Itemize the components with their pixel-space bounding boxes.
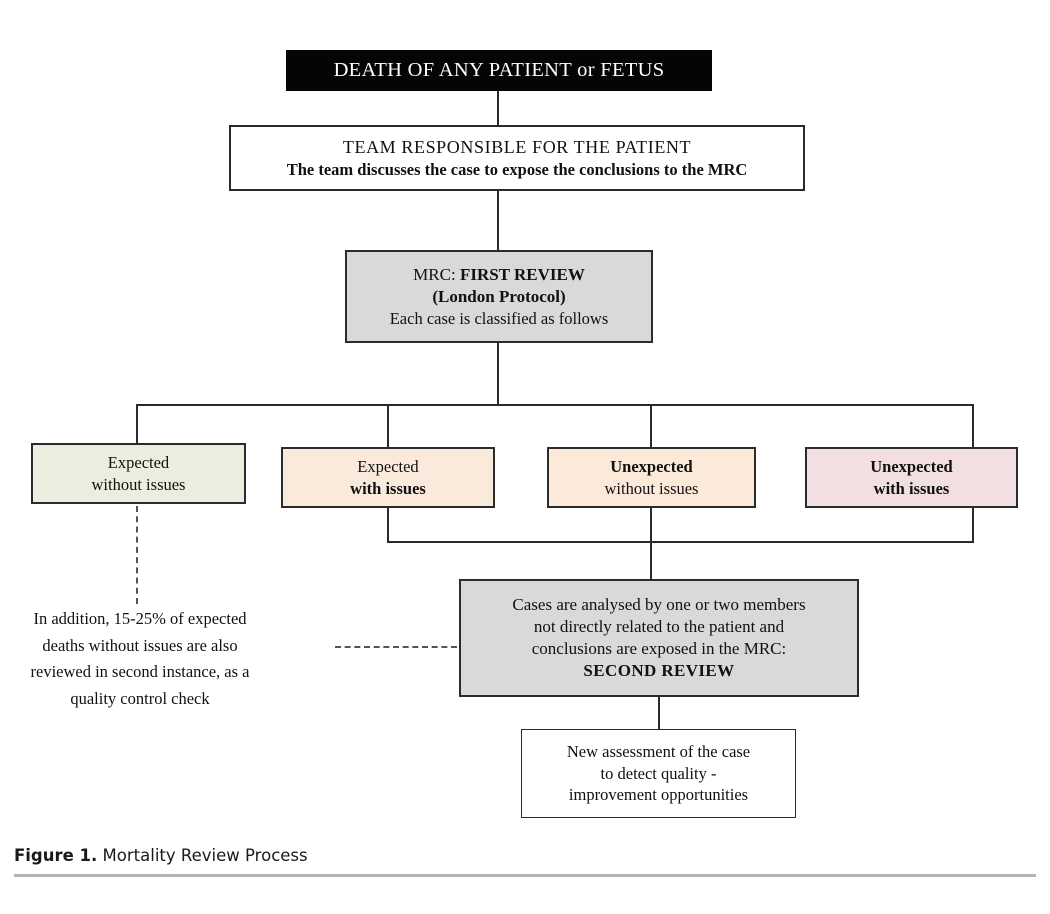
node-new-assessment[interactable]: New assessment of the case to detect qua… [521, 729, 796, 818]
node-second-review[interactable]: Cases are analysed by one or two members… [459, 579, 859, 697]
node-mrc-line1: MRC: FIRST REVIEW [413, 264, 585, 286]
node-expected-without-issues-line2: without issues [91, 474, 186, 494]
connector-mrc-to-distributor [497, 342, 499, 405]
connector-drop-to-expected-without-issues [136, 404, 138, 444]
connector-drop-to-unexpected-without-issues [650, 404, 652, 448]
node-unexpected-with-issues[interactable]: Unexpected with issues [805, 447, 1018, 508]
node-second-review-line2: not directly related to the patient and [533, 616, 785, 636]
node-expected-with-issues-line1: Expected [357, 457, 419, 477]
node-team-responsible-for-the-patient[interactable]: TEAM RESPONSIBLE FOR THE PATIENT The tea… [229, 125, 805, 191]
node-unexpected-without-issues[interactable]: Unexpected without issues [547, 447, 756, 508]
node-unexpected-without-issues-line1: Unexpected [610, 457, 693, 477]
figure-number: Figure 1. [14, 846, 98, 865]
connector-team-to-mrc [497, 190, 499, 251]
node-expected-with-issues[interactable]: Expected with issues [281, 447, 495, 508]
node-second-review-line4: SECOND REVIEW [583, 661, 735, 681]
node-new-assessment-line2: to detect quality - [600, 763, 717, 783]
connector-death-to-team [497, 90, 499, 126]
node-mrc-first-review[interactable]: MRC: FIRST REVIEW (London Protocol) Each… [345, 250, 653, 343]
annotation-line4: quality control check [70, 689, 210, 709]
node-expected-with-issues-line2: with issues [350, 478, 426, 498]
node-unexpected-with-issues-line2: with issues [873, 478, 950, 498]
node-second-review-line1: Cases are analysed by one or two members [512, 594, 806, 614]
figure-caption-text: Mortality Review Process [97, 846, 308, 865]
node-mrc-line3: Each case is classified as follows [389, 308, 609, 328]
dashed-connector-note-to-second-review [335, 646, 457, 648]
annotation-line1: In addition, 15-25% of expected [33, 609, 247, 628]
dashed-connector-expected-without-issues-to-note [136, 506, 138, 604]
connector-distributor-bar [136, 404, 974, 406]
node-unexpected-without-issues-line2: without issues [604, 478, 699, 498]
node-expected-without-issues-line1: Expected [107, 453, 170, 473]
annotation-line2: deaths without issues are also [42, 635, 238, 655]
annotation-line3: reviewed in second instance, as a [30, 662, 250, 682]
node-expected-without-issues[interactable]: Expected without issues [31, 443, 246, 504]
connector-drop-to-unexpected-with-issues [972, 404, 974, 448]
connector-merge-bar-left [387, 541, 652, 543]
connector-expected-with-issues-down [387, 507, 389, 543]
node-mrc-line1-bold: FIRST REVIEW [459, 264, 585, 284]
node-team-line1: TEAM RESPONSIBLE FOR THE PATIENT [342, 136, 692, 157]
figure-caption: Figure 1. Mortality Review Process [14, 846, 1036, 877]
connector-drop-to-expected-with-issues [387, 404, 389, 448]
node-death-label: DEATH OF ANY PATIENT or FETUS [333, 59, 665, 82]
node-new-assessment-line3: improvement opportunities [568, 785, 749, 805]
node-second-review-line3: conclusions are exposed in the MRC: [531, 639, 787, 658]
node-new-assessment-line1: New assessment of the case [566, 742, 751, 762]
connector-merge-bar-right [650, 541, 974, 543]
node-unexpected-with-issues-line1: Unexpected [870, 457, 953, 477]
connector-merge-to-second-review [650, 507, 652, 581]
annotation-quality-control-note: In addition, 15-25% of expected deaths w… [10, 606, 270, 713]
node-mrc-line2: (London Protocol) [432, 286, 566, 306]
node-death-of-any-patient-or-fetus[interactable]: DEATH OF ANY PATIENT or FETUS [286, 50, 712, 91]
connector-second-review-to-new-assessment [658, 696, 660, 731]
node-mrc-line1-normal: MRC: [413, 264, 456, 284]
connector-unexpected-with-issues-down [972, 507, 974, 543]
node-team-line2: The team discusses the case to expose th… [286, 159, 748, 179]
